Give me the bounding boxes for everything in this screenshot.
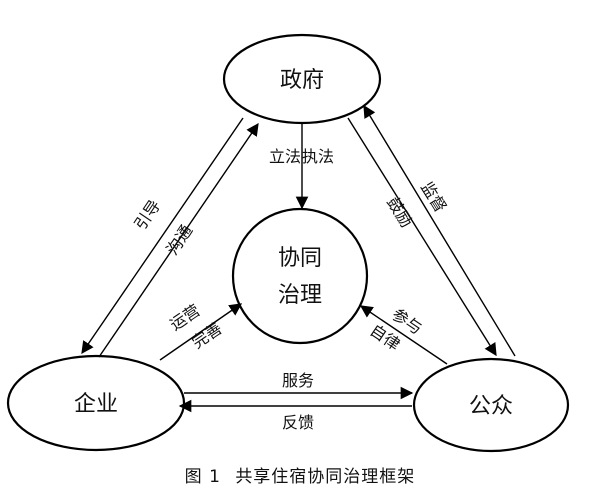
arrow-enterprise-to-gov <box>98 122 259 358</box>
node-government-label: 政府 <box>280 68 324 93</box>
figure-number: 图 1 <box>184 467 221 487</box>
figure-caption: 图 1 共享住宿协同治理框架 <box>0 462 600 487</box>
edge-label-supervise: 监督 <box>417 178 450 215</box>
edge-label-service: 服务 <box>282 371 314 390</box>
arrow-enterprise-to-center <box>159 303 243 361</box>
node-center-label-line2: 治理 <box>278 283 322 308</box>
arrow-gov-to-enterprise <box>81 117 244 355</box>
node-government: 政府 <box>222 33 382 125</box>
arrow-gov-to-public <box>347 117 497 357</box>
node-collaborative-governance: 协同 治理 <box>231 207 369 345</box>
node-enterprise-label: 企业 <box>74 392 118 417</box>
edge-label-encourage: 鼓励 <box>383 193 416 230</box>
arrow-public-to-gov <box>363 104 516 357</box>
edge-label-feedback: 反馈 <box>282 413 314 432</box>
edge-label-guide: 引导 <box>131 196 165 233</box>
node-center-label-line1: 协同 <box>278 246 322 271</box>
edge-label-enforce-1: 执法 <box>302 147 334 166</box>
node-public-label: 公众 <box>469 394 513 419</box>
node-enterprise: 企业 <box>6 354 186 452</box>
edge-label-legislate-1: 立法 <box>269 147 301 166</box>
arrow-public-to-center <box>359 305 448 365</box>
node-public: 公众 <box>412 357 570 453</box>
edge-label-improve: 完善 <box>188 319 225 353</box>
figure-title: 共享住宿协同治理框架 <box>235 467 416 487</box>
